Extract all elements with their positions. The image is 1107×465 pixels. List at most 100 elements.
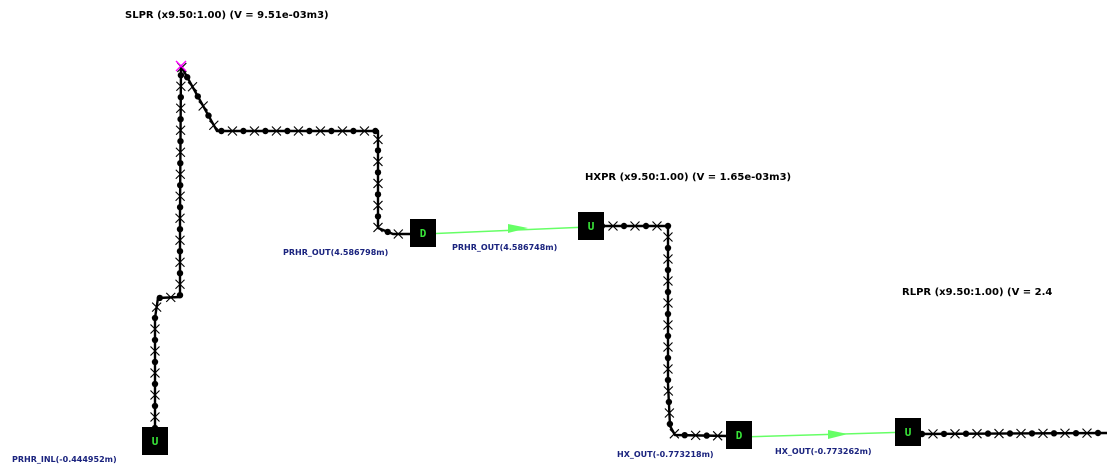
node-cross-icon	[249, 126, 260, 136]
node-cross-icon	[393, 229, 404, 239]
node-cross-icon	[150, 390, 160, 400]
node-cross-icon	[663, 232, 673, 242]
link-arrow-icon	[828, 430, 848, 439]
node-cross-icon	[630, 221, 640, 231]
node-cross-icon	[175, 279, 185, 290]
node-cross-icon	[373, 156, 383, 167]
node-dot	[328, 127, 335, 135]
node-dot	[306, 127, 313, 135]
connector-u-prhr-inl[interactable]: U	[142, 427, 168, 455]
node-dot	[156, 294, 163, 302]
node-cross-icon	[208, 120, 219, 131]
node-cross-icon	[1082, 428, 1092, 438]
node-dot	[665, 398, 673, 406]
node-dot	[151, 336, 159, 344]
node-dot	[374, 191, 382, 198]
node-cross-icon	[175, 213, 185, 224]
node-cross-icon	[175, 125, 186, 136]
node-cross-icon	[315, 126, 326, 136]
node-cross-icon	[165, 292, 176, 303]
node-cross-icon	[337, 126, 348, 136]
node-dot	[664, 266, 672, 274]
label-prhr-out-up: PRHR_OUT(4.586748m)	[452, 243, 557, 252]
node-cross-icon	[150, 324, 160, 334]
vertex-marker-icon	[175, 60, 187, 72]
node-cross-icon	[928, 429, 938, 439]
node-cross-icon	[373, 222, 383, 233]
node-cross-icon	[293, 126, 304, 136]
node-cross-icon	[950, 428, 960, 439]
node-dot	[177, 116, 184, 123]
node-cross-icon	[227, 126, 238, 136]
node-cross-icon	[175, 235, 185, 246]
node-dot	[151, 358, 159, 366]
node-cross-icon	[150, 412, 160, 422]
node-dot	[703, 432, 710, 439]
node-cross-icon	[150, 368, 160, 378]
node-dot	[664, 288, 672, 296]
hxpr-pipe	[598, 224, 728, 438]
node-dot	[1050, 430, 1058, 437]
node-cross-icon	[663, 342, 673, 352]
node-dot	[664, 332, 672, 340]
connector-u-hx-out[interactable]: U	[895, 418, 921, 446]
link-prhr-out	[423, 224, 589, 235]
node-cross-icon	[175, 191, 186, 202]
connector-box[interactable]	[726, 421, 752, 449]
node-cross-icon	[663, 298, 673, 308]
node-cross-icon	[669, 428, 680, 439]
connector-box[interactable]	[578, 212, 604, 240]
node-dot	[374, 213, 382, 220]
node-cross-icon	[663, 276, 673, 286]
node-dot	[620, 222, 628, 230]
node-cross-icon	[359, 126, 370, 136]
node-dot	[151, 402, 159, 410]
connector-box[interactable]	[142, 427, 168, 455]
node-dot	[194, 93, 201, 100]
node-cross-icon	[175, 81, 186, 92]
connector-d-prhr-out[interactable]: D	[410, 219, 436, 247]
node-cross-icon	[198, 101, 209, 111]
node-dot	[666, 420, 674, 428]
node-dot	[384, 228, 391, 236]
node-dot	[984, 430, 992, 437]
node-cross-icon	[1038, 428, 1048, 439]
node-dot	[1094, 429, 1102, 437]
link-hx-out	[739, 430, 913, 439]
connector-u-prhr-out[interactable]: U	[578, 212, 604, 240]
node-cross-icon	[994, 428, 1004, 439]
node-dot	[681, 432, 688, 439]
node-cross-icon	[1016, 428, 1026, 439]
node-cross-icon	[1060, 428, 1070, 439]
node-cross-icon	[972, 428, 982, 439]
node-cross-icon	[663, 320, 673, 330]
label-prhr-inl: PRHR_INL(-0.444952m)	[12, 455, 117, 464]
node-cross-icon	[373, 178, 383, 189]
node-cross-icon	[663, 254, 673, 264]
node-cross-icon	[663, 386, 674, 396]
node-dot	[940, 430, 948, 438]
node-cross-icon	[271, 126, 282, 136]
rlpr-title: RLPR (x9.50:1.00) (V = 2.4	[902, 287, 1052, 298]
connector-d-hx-out[interactable]: D	[726, 421, 752, 449]
node-dot	[184, 74, 191, 81]
node-cross-icon	[150, 346, 160, 356]
connector-box[interactable]	[410, 219, 436, 247]
node-dot	[176, 226, 184, 233]
node-dot	[374, 169, 382, 176]
connector-letter: D	[420, 227, 427, 240]
node-dot	[284, 127, 291, 135]
node-dot	[374, 147, 382, 154]
node-cross-icon	[175, 103, 186, 114]
node-dot	[240, 127, 247, 135]
link-line	[739, 431, 913, 438]
node-dot	[350, 127, 357, 135]
node-dot	[372, 127, 379, 135]
node-dot	[177, 160, 184, 167]
node-dot	[176, 270, 184, 277]
node-dot	[962, 430, 970, 437]
node-dot	[664, 244, 672, 252]
connector-box[interactable]	[895, 418, 921, 446]
slpr-title: SLPR (x9.50:1.00) (V = 9.51e-03m3)	[125, 10, 329, 21]
node-cross-icon	[663, 364, 673, 374]
